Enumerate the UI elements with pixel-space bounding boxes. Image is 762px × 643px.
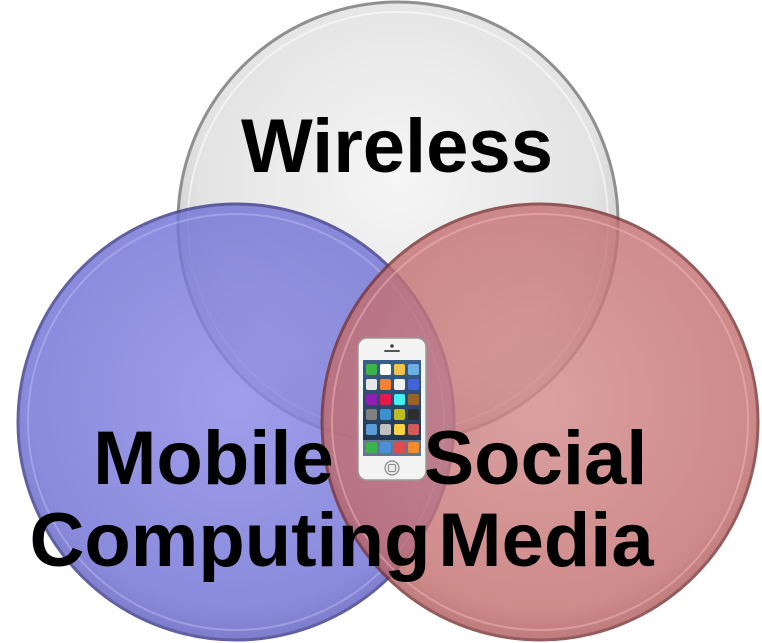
wireless-label: Wireless [241,104,553,189]
mobile-computing-label: Mobile Computing [29,416,430,583]
social-media-label-line-1: Social [423,416,647,501]
social-media-label: Social Media [423,416,668,583]
mobile-computing-label-line-1: Mobile [93,416,334,501]
mobile-computing-label-line-2: Computing [29,498,430,583]
social-media-circle [320,202,760,642]
social-media-label-line-2: Media [438,498,654,583]
smartphone-icon [357,337,427,481]
